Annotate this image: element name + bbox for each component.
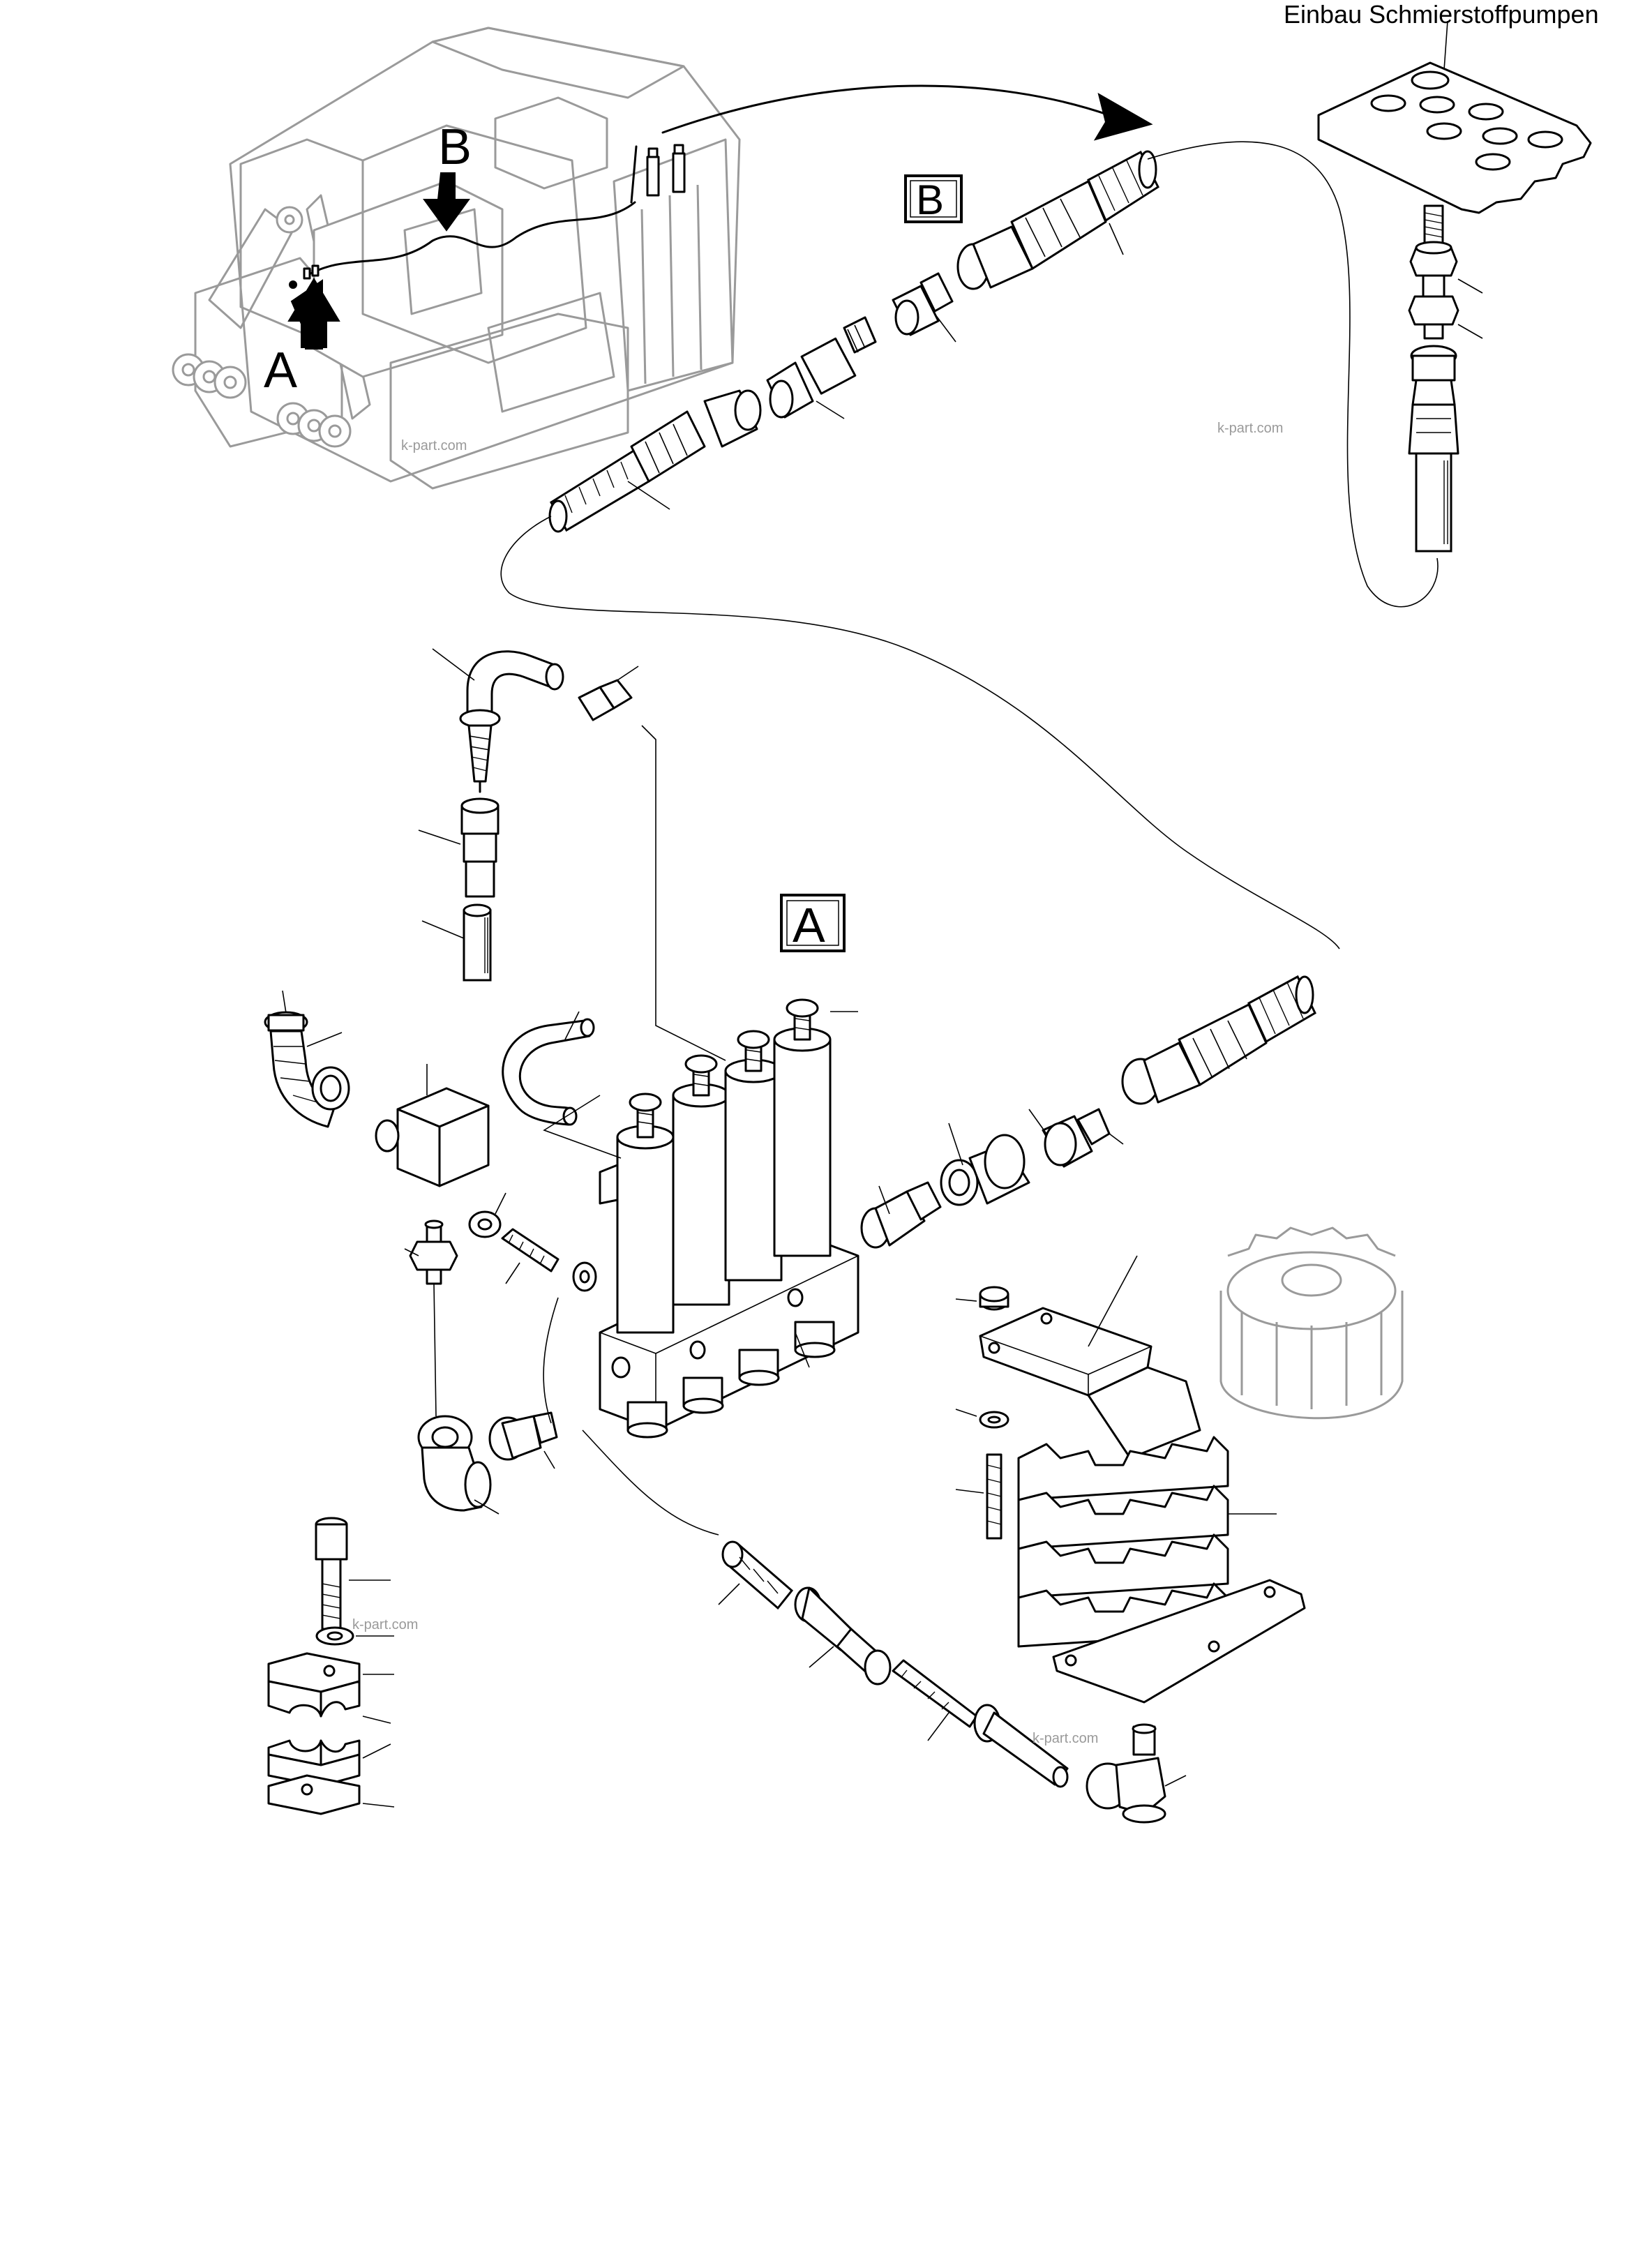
adapter-b-1 bbox=[766, 316, 877, 419]
bent-tube bbox=[432, 648, 564, 793]
machine-overview bbox=[172, 27, 741, 490]
elbow-hose-fitting bbox=[264, 990, 350, 1128]
elbow-fitting-bottom bbox=[1086, 1723, 1187, 1824]
curved-arrow bbox=[661, 84, 1153, 141]
washer-plate bbox=[955, 1409, 1009, 1429]
nut-small bbox=[468, 1192, 506, 1238]
clamp-halves: k-part.com bbox=[267, 1617, 418, 1815]
detail-a-label: A bbox=[793, 898, 825, 952]
solenoid-valve bbox=[375, 1064, 490, 1187]
adapter-b-2 bbox=[892, 272, 954, 336]
coupling-lower bbox=[794, 1586, 892, 1686]
callout-arrow-b bbox=[423, 172, 470, 232]
detail-b-box bbox=[904, 174, 963, 223]
hose-b-right bbox=[956, 150, 1159, 290]
mounting-plate-top bbox=[1317, 20, 1592, 214]
bracket-sprockets bbox=[979, 1255, 1306, 1704]
coupling-sleeve bbox=[418, 797, 500, 898]
straight-fitting-lower bbox=[488, 1411, 558, 1469]
washer-small bbox=[572, 1261, 597, 1292]
watermark-b: k-part.com bbox=[1217, 421, 1283, 436]
hose-b-left bbox=[548, 389, 762, 533]
detail-b-label: B bbox=[916, 177, 944, 223]
tapered-pipe: k-part.com bbox=[892, 1659, 1098, 1788]
tee-connector bbox=[404, 1219, 458, 1285]
clamp-washer bbox=[315, 1626, 394, 1646]
hose-piece-left bbox=[421, 903, 492, 982]
leader-lines-b bbox=[627, 223, 1124, 510]
callout-label-b: B bbox=[438, 119, 472, 175]
small-fitting-top bbox=[578, 666, 639, 721]
watermark-machine: k-part.com bbox=[401, 438, 467, 453]
gear-ghost bbox=[1219, 1226, 1404, 1420]
watermark-pipe: k-part.com bbox=[1032, 1731, 1098, 1746]
pump-block bbox=[599, 998, 859, 1439]
u-tube bbox=[502, 1011, 595, 1126]
elbow-fitting-lower bbox=[417, 1415, 500, 1515]
stud-plate bbox=[955, 1453, 1003, 1540]
diagram-title: Einbau Schmierstoffpumpen bbox=[1284, 0, 1599, 29]
clamp-bolt bbox=[315, 1517, 391, 1630]
callout-arrow-a bbox=[287, 278, 340, 350]
detail-a-box bbox=[780, 894, 846, 952]
fittings-block-right bbox=[860, 975, 1316, 1249]
hose-piece-lower bbox=[718, 1540, 794, 1610]
fitting-chain-top-right bbox=[1408, 204, 1483, 553]
callout-label-a: A bbox=[264, 343, 297, 398]
watermark-clamp: k-part.com bbox=[352, 1617, 418, 1632]
stud-bolt bbox=[501, 1228, 560, 1284]
nut-plate bbox=[955, 1286, 1009, 1311]
